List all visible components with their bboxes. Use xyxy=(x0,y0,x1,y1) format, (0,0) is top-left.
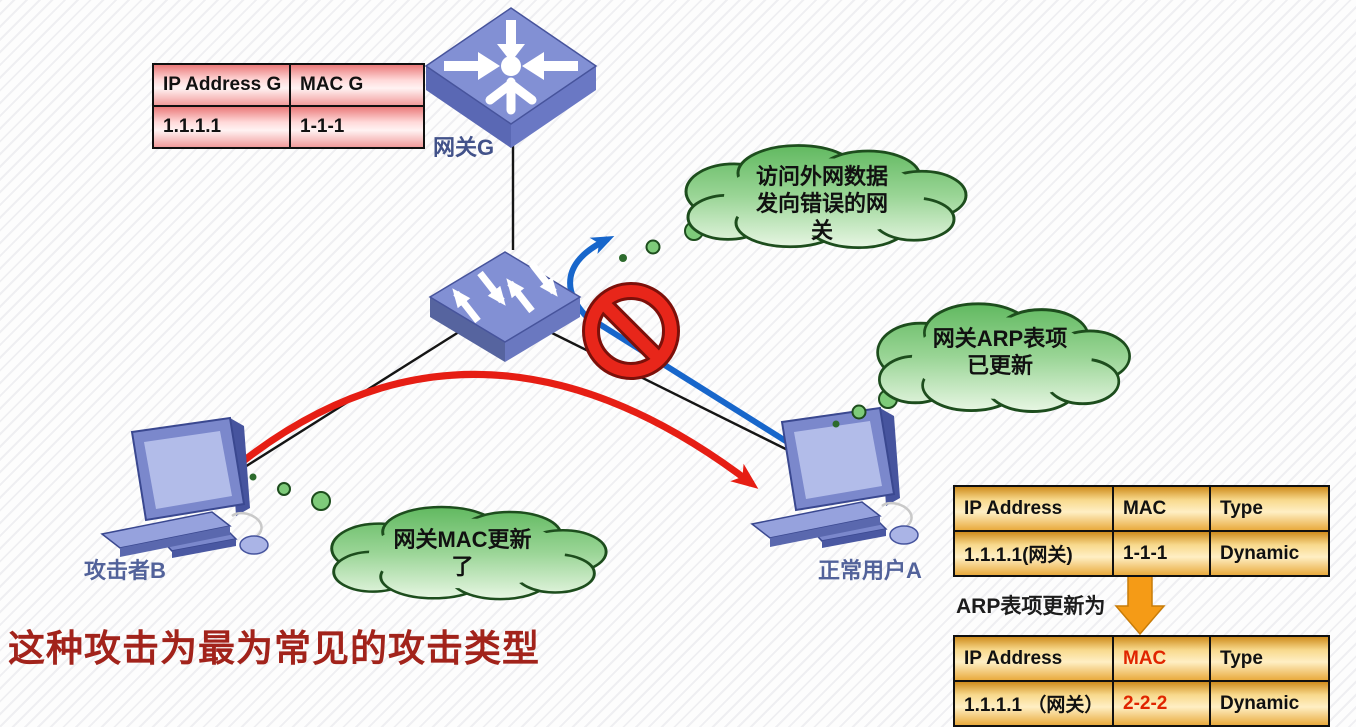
cell: 1.1.1.1(网关) xyxy=(953,530,1114,577)
table-row: IP Address MAC Type xyxy=(953,635,1330,682)
cloud-mac-updated-text: 网关MAC更新 了 xyxy=(393,527,532,579)
computer-icon-attacker xyxy=(100,416,270,560)
router-icon xyxy=(424,7,598,148)
prohibition-icon xyxy=(582,282,680,380)
cell: 2-2-2 xyxy=(1112,680,1211,727)
computer-icon-user xyxy=(750,406,920,550)
thought-dots xyxy=(249,221,898,511)
cell: Type xyxy=(1209,635,1330,682)
gateway-label: 网关G xyxy=(433,135,495,160)
cloud-arp-updated-text: 网关ARP表项 已更新 xyxy=(932,326,1068,378)
switch-icon xyxy=(428,251,582,362)
table-row: IP Address MAC Type xyxy=(953,485,1330,532)
orange-down-arrow-icon xyxy=(1114,575,1166,636)
cell: 1.1.1.1 （网关） xyxy=(953,680,1114,727)
cell: Dynamic xyxy=(1209,530,1330,577)
cell: Type xyxy=(1209,485,1330,532)
cell: 1.1.1.1 xyxy=(152,105,291,149)
cell: Dynamic xyxy=(1209,680,1330,727)
cell: MAC xyxy=(1112,485,1211,532)
arp-update-label: ARP表项更新为 xyxy=(956,595,1106,618)
cell: 1-1-1 xyxy=(289,105,425,149)
user-arp-table-before: IP Address MAC Type 1.1.1.1(网关) 1-1-1 Dy… xyxy=(953,485,1330,577)
gateway-arp-table: IP Address G MAC G 1.1.1.1 1-1-1 xyxy=(152,63,425,149)
attacker-label: 攻击者B xyxy=(84,558,166,583)
page-title: 这种攻击为最为常见的攻击类型 xyxy=(8,628,540,669)
cell: IP Address G xyxy=(152,63,291,107)
table-row: IP Address G MAC G xyxy=(152,63,425,107)
cloud-wrong-gateway-text: 访问外网数据 发向错误的网 关 xyxy=(755,164,888,243)
user-label: 正常用户A xyxy=(818,558,922,583)
table-row: 1.1.1.1(网关) 1-1-1 Dynamic xyxy=(953,530,1330,577)
attack-arrow xyxy=(229,370,759,489)
cell: MAC xyxy=(1112,635,1211,682)
cell: 1-1-1 xyxy=(1112,530,1211,577)
table-row: 1.1.1.1 （网关） 2-2-2 Dynamic xyxy=(953,680,1330,727)
cell: IP Address xyxy=(953,485,1114,532)
table-row: 1.1.1.1 1-1-1 xyxy=(152,105,425,149)
cell: IP Address xyxy=(953,635,1114,682)
cell: MAC G xyxy=(289,63,425,107)
blocked-traffic-arrow xyxy=(567,235,810,458)
user-arp-table-after: IP Address MAC Type 1.1.1.1 （网关） 2-2-2 D… xyxy=(953,635,1330,727)
